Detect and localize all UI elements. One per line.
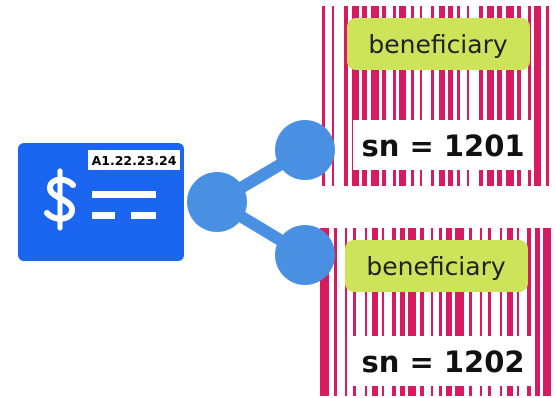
barcode-stripe [382,228,384,396]
barcode-stripe [517,6,521,186]
share-node-top [275,120,335,180]
barcode-stripe [371,6,379,186]
tag-background-2 [345,240,528,292]
ticket-1201: beneficiary sn = 1201 [322,6,549,186]
barcode-stripe [497,6,502,186]
barcode-stripe [382,6,386,186]
barcode-2 [320,228,551,396]
tag-label-2: beneficiary [366,252,506,281]
barcode-stripe [411,6,414,186]
card-code-background [88,150,180,170]
barcode-stripe [393,6,396,186]
tag-background-1 [347,18,530,70]
serial-number-2: sn = 1202 [361,345,524,379]
barcode-stripe [534,6,541,186]
barcode-stripe [507,228,513,396]
barcode-stripe [546,6,549,186]
barcode-stripe [455,228,464,396]
barcode-stripe [535,228,540,396]
barcode-stripe [543,228,551,396]
barcode-stripe [332,6,334,186]
barcode-stripe [334,228,337,396]
barcode-1 [322,6,549,186]
barcode-stripe [320,228,329,396]
barcode-stripe [500,228,502,396]
barcode-stripe [448,6,453,186]
barcode-stripe [527,228,531,396]
serial-number-1: sn = 1201 [361,129,524,163]
ticket-1202: beneficiary sn = 1202 [320,228,551,396]
barcode-stripe [439,228,442,396]
barcode-stripe [480,228,482,396]
dollar-icon [44,168,76,231]
barcode-stripe [353,228,356,396]
tag-label-1: beneficiary [368,30,508,59]
share-node-center [187,172,247,232]
barcode-stripe [345,228,347,396]
share-node-bottom [275,225,335,285]
barcode-stripe [431,228,433,396]
barcode-stripe [488,228,491,396]
barcode-stripe [392,228,396,396]
barcode-stripe [457,6,460,186]
sn-background-2 [353,336,533,386]
barcode-stripe [420,228,424,396]
share-icon [187,120,335,285]
barcode-stripe [420,6,422,186]
barcode-stripe [344,6,348,186]
payment-card: A1.22.23.24 [18,143,184,261]
barcode-stripe [506,6,514,186]
barcode-stripe [365,228,367,396]
barcode-stripe [352,6,359,186]
barcode-stripe [479,6,483,186]
barcode-stripe [362,6,367,186]
card-code: A1.22.23.24 [92,153,177,168]
sn-background-1 [353,120,533,170]
barcode-stripe [517,228,519,396]
barcode-stripe [400,228,405,396]
card-lines-icon [92,191,156,219]
barcode-stripe [439,6,445,186]
barcode-stripe [408,228,416,396]
barcode-stripe [431,6,434,186]
barcode-stripe [469,228,472,396]
barcode-stripe [399,6,406,186]
barcode-stripe [467,6,469,186]
barcode-stripe [487,6,494,186]
barcode-stripe [372,228,378,396]
barcode-stripe [446,228,452,396]
barcode-stripe [322,6,325,186]
barcode-stripe [528,6,531,186]
